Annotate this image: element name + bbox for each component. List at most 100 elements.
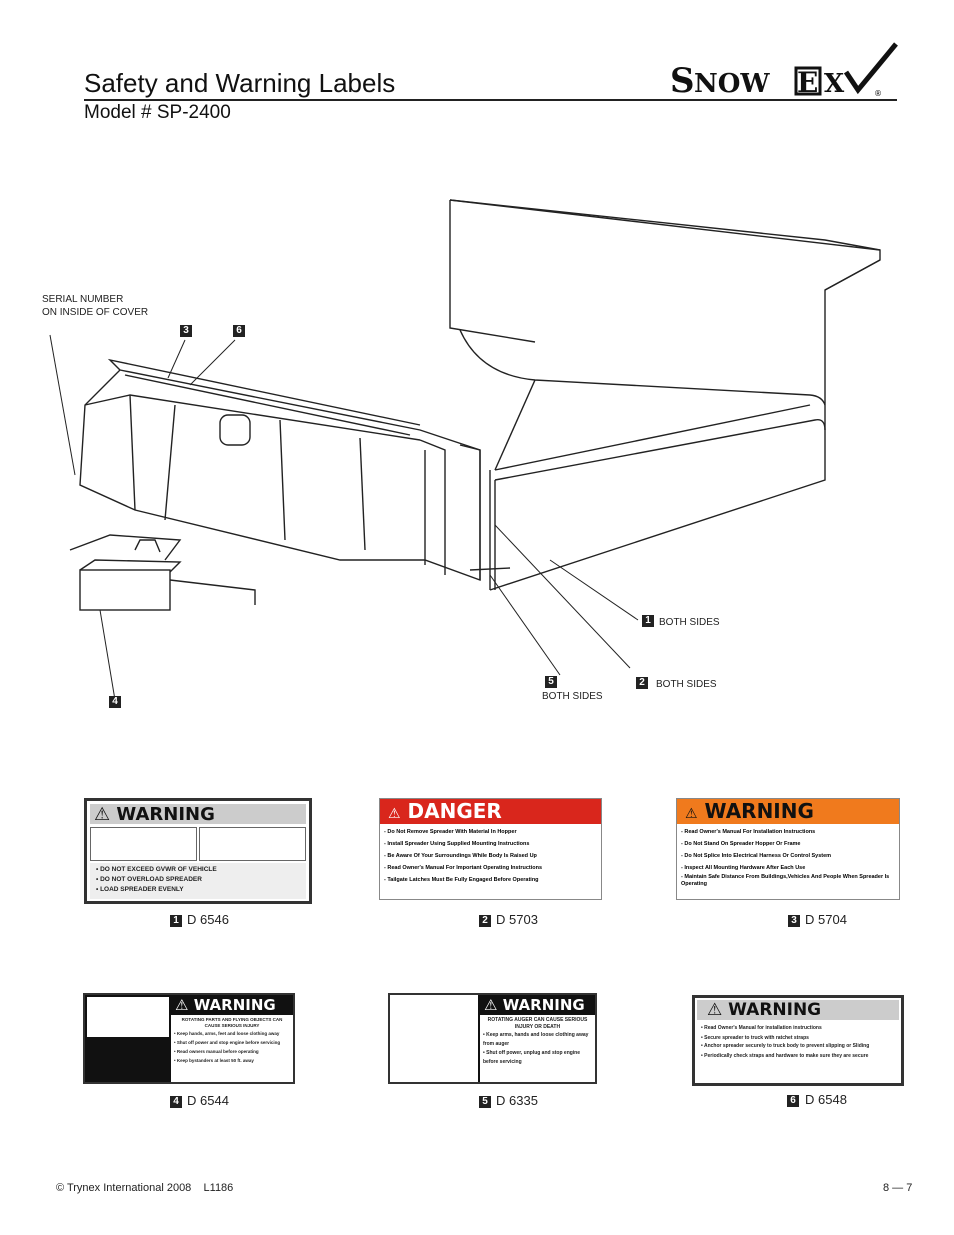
label-d5704-text: - Read Owner's Manual For Installation I… — [677, 824, 899, 890]
label-d6335: ⚠ WARNING ROTATING AUGER CAN CAUSE SERIO… — [388, 993, 597, 1084]
label-d5703: ⚠ DANGER - Do Not Remove Spreader With M… — [379, 798, 602, 900]
callout-5-note: BOTH SIDES — [542, 691, 603, 702]
label-line: - Install Spreader Using Supplied Mounti… — [384, 841, 530, 847]
label-d6548-header: ⚠ WARNING — [697, 1000, 899, 1020]
label-d6546-text: • DO NOT EXCEED GVWR OF VEHICLE • DO NOT… — [90, 863, 306, 899]
label-line: • DO NOT OVERLOAD SPREADER — [96, 876, 202, 883]
label-d6335-body: ⚠ WARNING ROTATING AUGER CAN CAUSE SERIO… — [480, 995, 595, 1082]
serial-number-note: SERIAL NUMBER ON INSIDE OF COVER — [42, 293, 148, 319]
callout-1-note: BOTH SIDES — [659, 617, 720, 628]
label-line: ROTATING PARTS AND FLYING OBJECTS CAN CA… — [181, 1017, 283, 1028]
label-line: • Keep bystanders at least 50 ft. away — [174, 1058, 254, 1063]
danger-triangle-icon: ⚠ — [388, 806, 401, 822]
label-line: - Tailgate Latches Must Be Fully Engaged… — [384, 877, 539, 883]
warning-triangle-icon: ⚠ — [94, 804, 111, 825]
warning-triangle-icon: ⚠ — [175, 996, 189, 1014]
label-5-number: 5 — [479, 1096, 491, 1108]
callout-2: 2 — [636, 677, 648, 689]
header-rule — [84, 99, 897, 101]
flying-objects-icon — [87, 1040, 169, 1080]
footer-copyright: © Trynex International 2008 L1186 — [56, 1182, 234, 1194]
label-d5704-header-text: WARNING — [704, 799, 814, 823]
auger-hand-icon — [390, 995, 480, 1082]
label-d6544-header-text: WARNING — [193, 996, 276, 1014]
svg-text:X: X — [824, 69, 845, 99]
callout-5: 5 — [545, 676, 557, 688]
label-d5704: ⚠ WARNING - Read Owner's Manual For Inst… — [676, 798, 900, 900]
page-title: Safety and Warning Labels — [84, 68, 396, 98]
label-line: • Keep arms, hands and loose clothing aw… — [483, 1032, 589, 1047]
label-d6544-header: ⚠ WARNING — [171, 995, 293, 1015]
label-d5703-header: ⚠ DANGER — [380, 799, 601, 824]
label-d5704-header: ⚠ WARNING — [677, 799, 899, 824]
label-line: - Maintain Safe Distance From Buildings,… — [681, 874, 890, 887]
label-line: - Read Owner's Manual For Installation I… — [681, 829, 816, 835]
label-d6546-pictograms — [90, 827, 306, 861]
callout-3: 3 — [180, 325, 192, 337]
warning-triangle-icon: ⚠ — [685, 806, 698, 822]
label-line: - Do Not Splice Into Electrical Harness … — [681, 853, 832, 859]
label-line: - Inspect All Mounting Hardware After Ea… — [681, 865, 806, 871]
label-1-code: D 6546 — [187, 912, 229, 927]
label-2-number: 2 — [479, 915, 491, 927]
label-4-number: 4 — [170, 1096, 182, 1108]
label-3-number: 3 — [788, 915, 800, 927]
body-back-wall — [449, 200, 536, 343]
warning-triangle-icon: ⚠ — [484, 996, 498, 1014]
label-d6544-pictograms — [85, 995, 171, 1082]
label-6-code: D 6548 — [805, 1092, 847, 1107]
label-d6546-header: ⚠ WARNING — [90, 804, 306, 825]
footer-page-number: 8 — 7 — [883, 1182, 913, 1194]
serial-note-line2: ON INSIDE OF COVER — [42, 307, 149, 318]
label-2-code: D 5703 — [496, 912, 538, 927]
spreader-load-icon — [199, 827, 306, 861]
label-d6544-body: ⚠ WARNING ROTATING PARTS AND FLYING OBJE… — [171, 995, 293, 1082]
snowex-logo: S NOW E X ® — [668, 42, 900, 102]
label-line: • Shut off power and stop engine before … — [174, 1040, 281, 1045]
callout-2-note: BOTH SIDES — [656, 679, 717, 690]
label-d6548-text: • Read Owner's Manual for installation i… — [695, 1022, 901, 1061]
label-line: - Do Not Remove Spreader With Material I… — [384, 829, 517, 835]
label-line: • Secure spreader to truck with ratchet … — [701, 1035, 809, 1041]
model-subtitle: Model # SP-2400 — [84, 102, 231, 123]
truck-overload-icon — [90, 827, 197, 861]
label-d6544: ⚠ WARNING ROTATING PARTS AND FLYING OBJE… — [83, 993, 295, 1084]
callout-4: 4 — [109, 696, 121, 708]
serial-note-line1: SERIAL NUMBER — [42, 294, 124, 305]
callout-1: 1 — [642, 615, 654, 627]
label-d6335-header-text: WARNING — [502, 996, 585, 1014]
label-line: - Be Aware Of Your Surroundings While Bo… — [384, 853, 537, 859]
spreader-diagram — [40, 180, 920, 720]
label-line: • Read Owner's Manual for installation i… — [701, 1025, 822, 1031]
label-line: • Read owners manual before operating — [174, 1049, 259, 1054]
hand-entanglement-icon — [87, 997, 169, 1037]
label-line: ROTATING AUGER CAN CAUSE SERIOUS INJURY … — [487, 1017, 588, 1030]
label-line: • DO NOT EXCEED GVWR OF VEHICLE — [96, 866, 217, 873]
label-d6546: ⚠ WARNING • DO NOT EXCEED GVWR OF VEHICL… — [84, 798, 312, 904]
label-d6548-header-text: WARNING — [728, 1000, 822, 1020]
label-line: - Read Owner's Manual For Important Oper… — [384, 865, 543, 871]
label-d5703-text: - Do Not Remove Spreader With Material I… — [380, 824, 601, 888]
label-line: • Anchor spreader securely to truck body… — [701, 1043, 870, 1049]
label-4-code: D 6544 — [187, 1093, 229, 1108]
label-d6544-text: ROTATING PARTS AND FLYING OBJECTS CAN CA… — [171, 1015, 293, 1067]
label-5-code: D 6335 — [496, 1093, 538, 1108]
svg-text:E: E — [797, 66, 818, 99]
label-line: • Periodically check straps and hardware… — [701, 1053, 869, 1059]
label-line: • Keep hands, arms, feet and loose cloth… — [174, 1031, 280, 1036]
label-d6335-header: ⚠ WARNING — [480, 995, 595, 1015]
label-d6546-header-text: WARNING — [116, 804, 215, 825]
label-line: • LOAD SPREADER EVENLY — [96, 886, 184, 893]
callout-6: 6 — [233, 325, 245, 337]
svg-text:NOW: NOW — [694, 69, 770, 99]
label-d6548: ⚠ WARNING • Read Owner's Manual for inst… — [692, 995, 904, 1086]
svg-text:S: S — [670, 61, 695, 101]
label-line: • Shut off power, unplug and stop engine… — [483, 1050, 581, 1065]
svg-text:®: ® — [874, 89, 882, 98]
label-d6335-text: ROTATING AUGER CAN CAUSE SERIOUS INJURY … — [480, 1015, 595, 1069]
label-6-number: 6 — [787, 1095, 799, 1107]
label-3-code: D 5704 — [805, 912, 847, 927]
label-1-number: 1 — [170, 915, 182, 927]
warning-triangle-icon: ⚠ — [707, 1000, 723, 1020]
label-d5703-header-text: DANGER — [407, 799, 502, 823]
